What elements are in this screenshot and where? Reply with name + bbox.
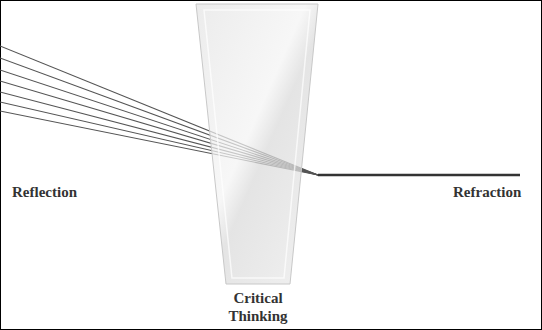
refracted-ray — [318, 174, 520, 177]
prism-highlight — [204, 10, 310, 278]
prism-outline — [190, 0, 330, 330]
prism-caption: Critical Thinking — [213, 289, 303, 325]
prism-body — [196, 4, 318, 284]
side-label: Refraction — [453, 183, 521, 201]
side-label: Reflection — [12, 183, 77, 201]
prism-shape: Critical Thinking — [190, 0, 330, 330]
